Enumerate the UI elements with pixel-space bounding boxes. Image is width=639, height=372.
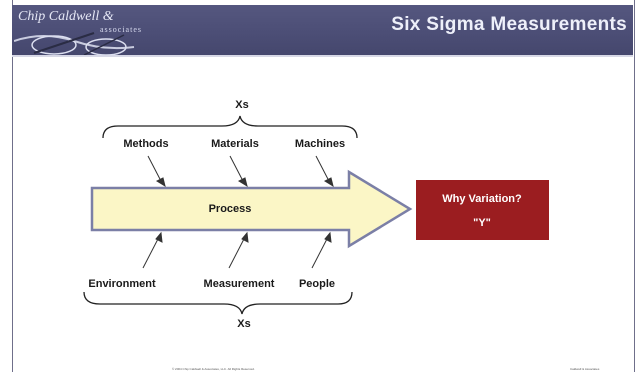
materials-arrow <box>229 155 245 184</box>
logo-subtitle: associates <box>100 25 142 34</box>
glasses-graphic-icon <box>14 32 135 55</box>
input-machines: Machines <box>294 138 346 150</box>
outcome-title: Why Variation? <box>442 193 522 205</box>
top-xs-label: Xs <box>235 99 249 111</box>
machines-arrow <box>315 155 331 184</box>
process-label: Process <box>208 203 252 215</box>
top-brace <box>102 115 358 139</box>
bottom-brace <box>83 291 353 315</box>
slide-banner <box>12 5 633 55</box>
footer-brand: Caldwell & Associates <box>570 367 600 371</box>
input-materials: Materials <box>211 138 259 150</box>
input-methods: Methods <box>123 138 169 150</box>
measurement-arrow <box>228 236 246 269</box>
company-logo: Chip Caldwell & associates <box>14 7 164 55</box>
methods-arrowhead <box>155 177 166 188</box>
bottom-xs-label: Xs <box>237 318 251 330</box>
logo-name: Chip Caldwell & <box>18 9 114 24</box>
input-people: People <box>298 278 336 290</box>
input-environment: Environment <box>88 278 156 290</box>
measurement-arrowhead <box>241 231 249 243</box>
people-arrow <box>311 236 329 269</box>
outcome-y: "Y" <box>473 217 491 229</box>
environment-arrowhead <box>155 231 163 243</box>
input-measurement: Measurement <box>203 278 275 290</box>
banner-divider <box>12 55 633 57</box>
slide-title: Six Sigma Measurements <box>391 14 627 35</box>
environment-arrow <box>142 236 160 269</box>
outcome-box <box>416 180 549 240</box>
materials-arrowhead <box>237 177 248 188</box>
machines-arrowhead <box>323 177 334 188</box>
process-arrow <box>90 169 413 249</box>
people-arrowhead <box>324 231 332 243</box>
footer-copyright: © 2004 Chip Caldwell & Associates, LLC. … <box>172 367 255 371</box>
methods-arrow <box>147 155 163 184</box>
